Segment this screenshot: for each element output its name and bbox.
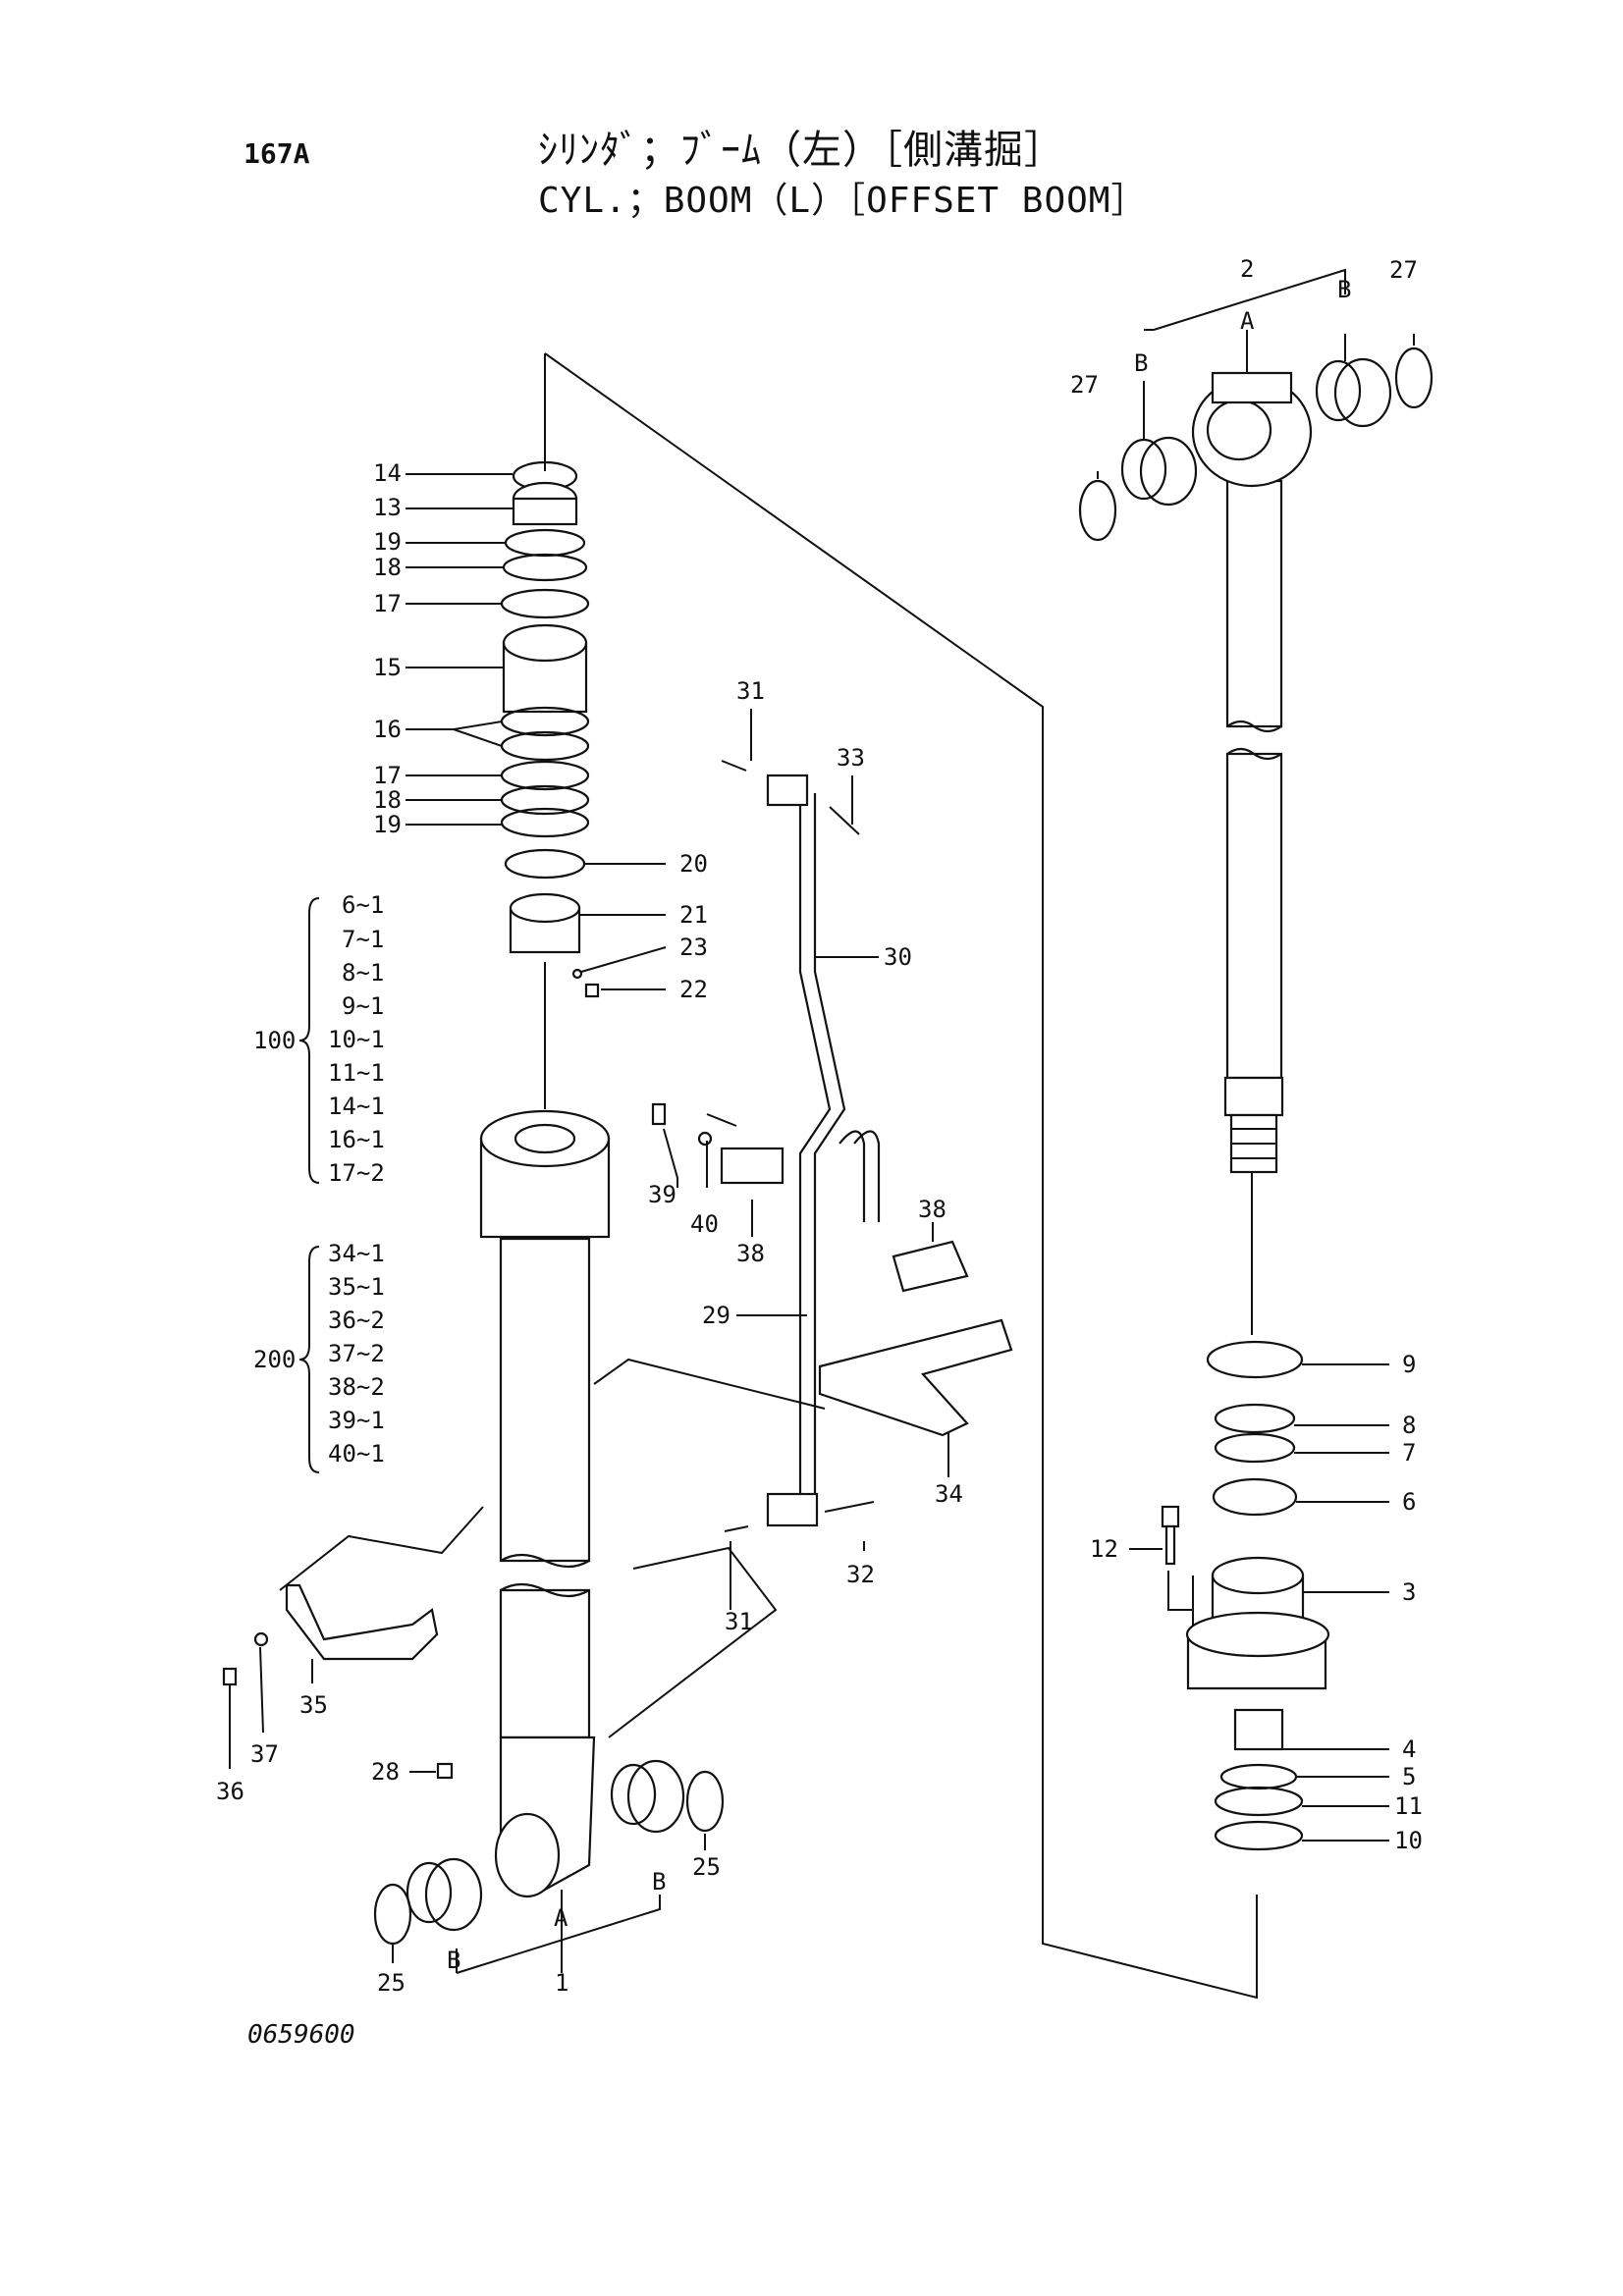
kit-200-item: 35~1: [328, 1273, 385, 1301]
callout-11: 11: [1394, 1792, 1423, 1820]
callout-39: 39: [648, 1181, 676, 1208]
piston-rod-assembly: [1078, 347, 1434, 1851]
kit-100-item: 17~2: [328, 1159, 385, 1187]
callout-labels: 14 13 19 18 17 15 16 17 18 19 20 21 23 2…: [216, 255, 1423, 1997]
callout-6: 6: [1402, 1488, 1416, 1516]
callout-32: 32: [846, 1561, 875, 1588]
callout-23: 23: [679, 934, 708, 961]
callout-12: 12: [1090, 1535, 1118, 1563]
callout-5: 5: [1402, 1763, 1416, 1790]
callout-7: 7: [1402, 1439, 1416, 1467]
callout-16: 16: [373, 716, 402, 743]
callout-30: 30: [884, 943, 912, 971]
cylinder-tube-assembly: [373, 460, 725, 1946]
kit-100-item: 8~1: [342, 959, 384, 987]
kit-100-item: 10~1: [328, 1026, 385, 1053]
callout-8: 8: [1402, 1412, 1416, 1439]
callout-10: 10: [1394, 1827, 1423, 1854]
kit-brackets: [298, 897, 320, 1473]
callout-18: 18: [373, 554, 402, 581]
callout-17: 17: [373, 590, 402, 617]
kit-100-item: 11~1: [328, 1059, 385, 1087]
callout-27: 27: [1070, 371, 1099, 399]
callout-27: 27: [1389, 256, 1418, 284]
callout-14: 14: [373, 459, 402, 487]
callout-2: 2: [1240, 255, 1254, 283]
kit-200-item: 37~2: [328, 1340, 385, 1367]
callout-36: 36: [216, 1778, 244, 1805]
kit-200-label: 200: [253, 1346, 296, 1373]
callout-b: B: [1134, 349, 1148, 377]
callout-31: 31: [725, 1608, 753, 1635]
callout-29: 29: [702, 1302, 730, 1329]
callout-35: 35: [299, 1691, 328, 1719]
kit-100-item: 6~1: [342, 891, 384, 919]
kit-100-item: 7~1: [342, 926, 384, 953]
callout-31: 31: [736, 677, 765, 705]
connector-lines: [279, 352, 1258, 2000]
kit-100-item: 9~1: [342, 992, 384, 1020]
kit-100-item: 16~1: [328, 1126, 385, 1153]
callout-19: 19: [373, 528, 402, 556]
callout-25: 25: [377, 1969, 406, 1997]
callout-a: A: [1240, 307, 1255, 335]
leader-lines: [229, 268, 1415, 1974]
callout-38: 38: [736, 1240, 765, 1267]
callout-20: 20: [679, 850, 708, 878]
kit-200-item: 39~1: [328, 1407, 385, 1434]
callout-1: 1: [555, 1969, 568, 1997]
title-english: CYL.；BOOM（L）［OFFSET BOOM］: [538, 181, 1148, 221]
callout-37: 37: [250, 1740, 279, 1768]
title-japanese: ｼﾘﾝﾀﾞ；ﾌﾞｰﾑ（左）［側溝掘］: [538, 128, 1064, 173]
callout-b: B: [1337, 276, 1351, 303]
kit-100-label: 100: [253, 1027, 296, 1054]
kit-200-item: 36~2: [328, 1307, 385, 1334]
callout-b: B: [447, 1947, 460, 1974]
document-id: 0659600: [247, 2020, 355, 2050]
callout-34: 34: [935, 1480, 963, 1508]
callout-38: 38: [918, 1196, 947, 1223]
kit-200-item: 40~1: [328, 1440, 385, 1468]
callout-40: 40: [690, 1210, 719, 1238]
callout-19: 19: [373, 811, 402, 838]
kit-100-item: 14~1: [328, 1093, 385, 1120]
page-number: 167A: [243, 137, 310, 170]
piping-and-clamps: [222, 760, 1013, 1686]
callout-15: 15: [373, 654, 402, 681]
callout-4: 4: [1402, 1735, 1416, 1763]
callout-3: 3: [1402, 1578, 1416, 1606]
kit-200-item: 38~2: [328, 1373, 385, 1401]
callout-9: 9: [1402, 1351, 1416, 1378]
callout-b: B: [652, 1868, 666, 1896]
callout-28: 28: [371, 1758, 400, 1786]
callout-18: 18: [373, 786, 402, 814]
kit-200-list: 200 34~1 35~1 36~2 37~2 38~2 39~1 40~1: [253, 1240, 385, 1468]
callout-21: 21: [679, 901, 708, 929]
callout-13: 13: [373, 494, 402, 521]
kit-100-list: 100 6~1 7~1 8~1 9~1 10~1 11~1 14~1 16~1 …: [253, 891, 385, 1187]
callout-22: 22: [679, 976, 708, 1003]
callout-25: 25: [692, 1853, 721, 1881]
kit-200-item: 34~1: [328, 1240, 385, 1267]
callout-33: 33: [837, 744, 865, 772]
callout-a: A: [554, 1904, 568, 1932]
callout-17: 17: [373, 762, 402, 789]
